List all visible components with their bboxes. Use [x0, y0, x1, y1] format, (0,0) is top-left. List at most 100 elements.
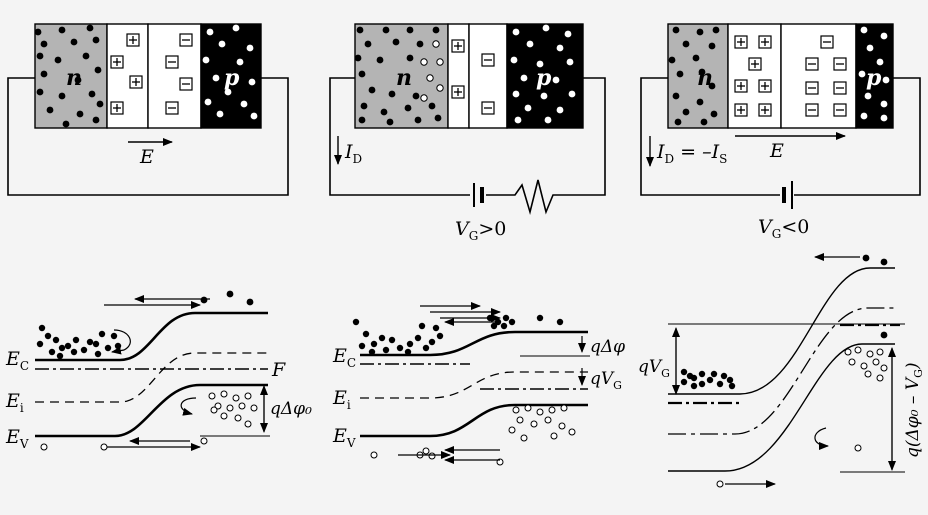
electron	[698, 380, 706, 388]
electron	[696, 98, 704, 106]
electron	[58, 92, 66, 100]
hole	[212, 74, 220, 82]
hole	[200, 437, 208, 445]
ec-label: EC	[332, 345, 356, 370]
electron	[226, 290, 234, 298]
band-diagram-equilibrium: EC Ei EV F qΔφ₀	[5, 290, 312, 451]
hole	[854, 444, 862, 452]
hole	[248, 78, 256, 86]
hole	[866, 350, 874, 358]
electron	[414, 334, 422, 342]
electron	[692, 54, 700, 62]
hole	[508, 426, 516, 434]
hole	[854, 346, 862, 354]
electron	[356, 26, 364, 34]
hole	[514, 116, 522, 124]
hole-dots	[858, 26, 890, 122]
donor-ion-icon	[129, 75, 143, 89]
donor-ion-icon	[451, 85, 465, 99]
hole	[422, 447, 430, 455]
hole	[512, 28, 520, 36]
electron	[376, 56, 384, 64]
bias-label: VG<0	[758, 216, 809, 241]
donor-ion-icon	[758, 79, 772, 93]
hole-cloud	[208, 390, 258, 428]
electron-dots	[354, 26, 442, 126]
hole	[232, 394, 240, 402]
hole	[542, 24, 550, 32]
acceptor-ion-icon	[833, 57, 847, 71]
hole	[844, 348, 852, 356]
circuit-wire	[640, 77, 921, 196]
electron	[98, 330, 106, 338]
electron	[388, 90, 396, 98]
electron	[92, 116, 100, 124]
hole	[244, 420, 252, 428]
electron	[52, 336, 60, 344]
electron	[392, 38, 400, 46]
acceptor-ion-icon	[833, 81, 847, 95]
electron	[406, 340, 414, 348]
electron-dots	[668, 26, 720, 126]
device-equilibrium: n p E	[7, 23, 289, 196]
donor-ion-icon	[734, 103, 748, 117]
intrinsic-level	[668, 307, 895, 435]
electron	[406, 54, 414, 62]
hole	[214, 402, 222, 410]
delta-phi-label: qΔφ	[590, 337, 625, 357]
electron	[38, 324, 46, 332]
electron	[358, 342, 366, 350]
p-region	[200, 23, 262, 129]
electron	[672, 26, 680, 34]
hole	[432, 40, 440, 48]
donor-ion-icon	[126, 33, 140, 47]
hole	[880, 114, 888, 122]
hole	[250, 404, 258, 412]
hole	[536, 60, 544, 68]
hole	[860, 26, 868, 34]
hole	[220, 412, 228, 420]
current-label: ID	[344, 141, 362, 166]
hole	[226, 404, 234, 412]
hole	[544, 116, 552, 124]
electron	[362, 330, 370, 338]
ei-label: Ei	[5, 390, 24, 415]
electron	[716, 380, 724, 388]
hole	[236, 58, 244, 66]
electron	[358, 70, 366, 78]
electron	[86, 24, 94, 32]
electron	[428, 338, 436, 346]
n-label: n	[66, 65, 82, 91]
electron	[490, 322, 498, 330]
electron-cloud	[352, 318, 444, 356]
electron	[436, 332, 444, 340]
electron	[698, 68, 706, 76]
hole	[864, 370, 872, 378]
electron	[36, 340, 44, 348]
hole	[876, 58, 884, 66]
electron	[94, 350, 102, 358]
electron	[412, 92, 420, 100]
hole	[716, 480, 724, 488]
hole	[436, 84, 444, 92]
hole	[560, 404, 568, 412]
electron	[880, 331, 888, 339]
acceptor-ions	[805, 35, 847, 117]
hole	[224, 88, 232, 96]
donor-ion-icon	[758, 103, 772, 117]
electron	[720, 372, 728, 380]
hole	[550, 432, 558, 440]
electron	[368, 86, 376, 94]
electron	[422, 344, 430, 352]
electron	[680, 378, 688, 386]
hole	[208, 392, 216, 400]
qvg-label: qVG	[590, 369, 622, 392]
hole	[240, 100, 248, 108]
hole	[864, 92, 872, 100]
electron	[432, 324, 440, 332]
electron	[114, 342, 122, 350]
hole	[880, 32, 888, 40]
fermi-label: F	[271, 359, 286, 381]
field-label: E	[769, 140, 784, 162]
electron	[64, 342, 72, 350]
